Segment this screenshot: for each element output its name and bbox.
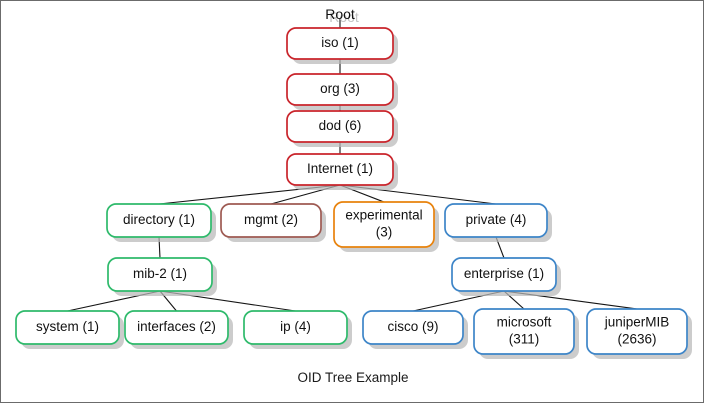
node-cisco[interactable]: cisco (9)	[362, 310, 468, 349]
node-label-dod: dod (6)	[319, 118, 362, 133]
node-label-experimental-line1: experimental	[345, 208, 422, 223]
node-label-org: org (3)	[320, 81, 360, 96]
node-iso[interactable]: iso (1)	[286, 27, 398, 64]
node-label-directory: directory (1)	[123, 212, 195, 227]
root-label-shadow: Root	[329, 9, 359, 25]
node-directory[interactable]: directory (1)	[106, 203, 216, 242]
node-label-juniperMIB-line2: (2636)	[617, 332, 656, 347]
node-box-dod[interactable]	[286, 110, 394, 143]
node-box-system[interactable]	[15, 310, 120, 345]
node-label-iso: iso (1)	[321, 35, 359, 50]
node-label-mgmt: mgmt (2)	[244, 212, 298, 227]
root-label-group: Root Root	[325, 6, 359, 25]
node-label-juniperMIB-line1: juniperMIB	[604, 315, 670, 330]
node-box-private[interactable]	[444, 203, 548, 238]
node-label-ip: ip (4)	[280, 319, 311, 334]
node-label-microsoft-line2: (311)	[509, 332, 540, 347]
node-box-ip[interactable]	[243, 310, 348, 345]
node-mgmt[interactable]: mgmt (2)	[220, 203, 326, 242]
node-enterprise[interactable]: enterprise (1)	[451, 257, 561, 296]
node-box-enterprise[interactable]	[451, 257, 557, 292]
node-mib2[interactable]: mib-2 (1)	[107, 257, 217, 296]
node-box-experimental[interactable]	[333, 201, 435, 248]
node-box-microsoft[interactable]	[473, 308, 575, 355]
node-label-internet: Internet (1)	[307, 161, 373, 176]
node-box-org[interactable]	[286, 73, 394, 106]
node-microsoft[interactable]: microsoft (311)	[473, 308, 579, 359]
node-label-mib2: mib-2 (1)	[133, 266, 187, 281]
node-box-mgmt[interactable]	[220, 203, 322, 238]
node-private[interactable]: private (4)	[444, 203, 552, 242]
node-internet[interactable]: Internet (1)	[286, 153, 398, 190]
node-box-directory[interactable]	[106, 203, 212, 238]
node-label-enterprise: enterprise (1)	[464, 266, 544, 281]
nodes-layer: iso (1) org (3) dod (6) Internet (1) directo…	[15, 27, 692, 359]
node-interfaces[interactable]: interfaces (2)	[124, 310, 233, 349]
node-system[interactable]: system (1)	[15, 310, 124, 349]
node-box-internet[interactable]	[286, 153, 394, 186]
node-ip[interactable]: ip (4)	[243, 310, 352, 349]
node-juniperMIB[interactable]: juniperMIB (2636)	[586, 308, 692, 359]
node-label-cisco: cisco (9)	[387, 319, 438, 334]
node-box-mib2[interactable]	[107, 257, 213, 292]
node-label-experimental-line2: (3)	[376, 225, 393, 240]
node-box-interfaces[interactable]	[124, 310, 229, 345]
node-box-iso[interactable]	[286, 27, 394, 60]
node-label-system: system (1)	[36, 319, 99, 334]
root-label: Root	[325, 6, 355, 22]
node-label-microsoft-line1: microsoft	[497, 315, 552, 330]
node-dod[interactable]: dod (6)	[286, 110, 398, 147]
node-label-interfaces: interfaces (2)	[137, 319, 216, 334]
node-org[interactable]: org (3)	[286, 73, 398, 110]
node-label-private: private (4)	[466, 212, 527, 227]
figure-caption: OID Tree Example	[297, 370, 408, 385]
node-box-cisco[interactable]	[362, 310, 464, 345]
node-experimental[interactable]: experimental (3)	[333, 201, 439, 252]
node-box-juniperMIB[interactable]	[586, 308, 688, 355]
